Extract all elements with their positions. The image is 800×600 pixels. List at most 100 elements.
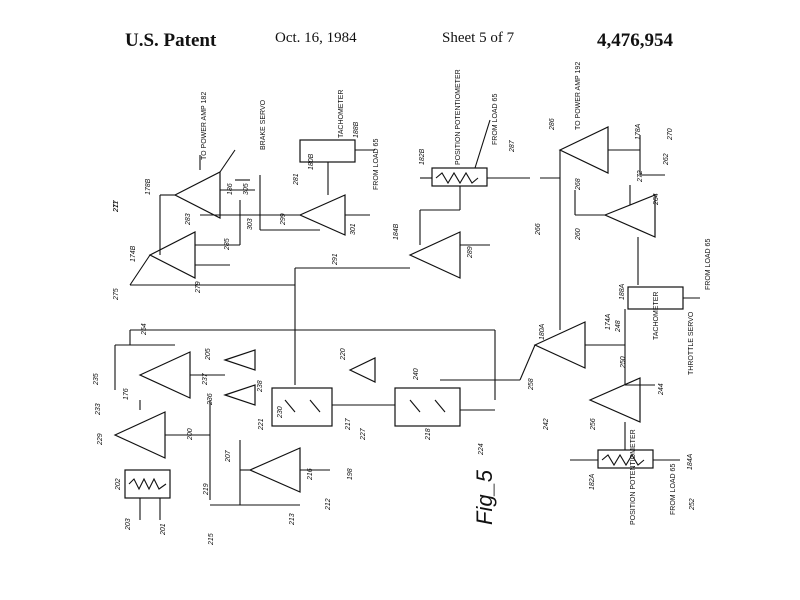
input-section bbox=[113, 329, 496, 520]
amplifier-176 bbox=[113, 411, 166, 459]
reference-numeral: 254 bbox=[141, 323, 148, 336]
reference-numeral: 229 bbox=[97, 433, 104, 446]
label-to-power-amp-182: TO POWER AMP 182 bbox=[201, 92, 208, 160]
reference-numeral: 279 bbox=[195, 281, 202, 294]
reference-numeral: 303 bbox=[247, 218, 254, 230]
comparator-240 bbox=[348, 357, 376, 383]
label-position-potentiometer-bottom: POSITION POTENTIOMETER bbox=[630, 429, 637, 525]
reference-numeral: 220 bbox=[340, 348, 347, 361]
brake-servo-section bbox=[129, 119, 530, 385]
reference-numeral: 230 bbox=[277, 406, 284, 419]
amplifier-207 bbox=[248, 447, 301, 493]
label-from-load-65-a: FROM LOAD 65 bbox=[373, 139, 380, 190]
patent-date: Oct. 16, 1984 bbox=[275, 30, 357, 46]
reference-numeral: 227 bbox=[360, 427, 367, 441]
amplifier-176-top bbox=[138, 351, 191, 399]
position-potentiometer-182a bbox=[597, 449, 654, 469]
reference-numeral: 240 bbox=[413, 368, 420, 381]
throttle-servo-section bbox=[440, 126, 700, 469]
reference-numeral: 198 bbox=[347, 468, 354, 480]
amplifier-174b bbox=[148, 231, 196, 279]
reference-numeral: 215 bbox=[208, 533, 215, 546]
reference-numeral: 178A bbox=[635, 123, 642, 140]
reference-numeral: 305 bbox=[243, 183, 250, 195]
reference-numeral: 277 bbox=[113, 199, 120, 213]
amplifier-178b bbox=[173, 171, 221, 219]
sheet-number: Sheet 5 of 7 bbox=[442, 30, 515, 46]
reference-numeral: 248 bbox=[615, 320, 622, 333]
reference-numeral: 242 bbox=[543, 418, 550, 431]
reference-numeral: 221 bbox=[258, 418, 265, 431]
reference-numeral: 283 bbox=[185, 213, 192, 226]
patent-number: 4,476,954 bbox=[597, 30, 673, 51]
reference-numeral: 212 bbox=[325, 498, 332, 511]
reference-numeral: 205 bbox=[205, 348, 212, 361]
reference-numeral: 258 bbox=[528, 378, 535, 391]
reference-numeral: 299 bbox=[280, 213, 287, 226]
switch-217 bbox=[271, 387, 333, 427]
reference-numeral: 291 bbox=[332, 253, 339, 266]
amplifier-180b bbox=[298, 194, 346, 236]
reference-numeral: 201 bbox=[160, 523, 167, 536]
reference-numeral: 207 bbox=[225, 449, 232, 463]
reference-numeral: 211 bbox=[113, 201, 120, 213]
reference-numeral: 272 bbox=[637, 170, 644, 183]
reference-numeral: 238 bbox=[257, 380, 264, 393]
reference-numeral: 252 bbox=[689, 498, 696, 511]
reference-numeral: 180B bbox=[308, 153, 315, 170]
label-tachometer-top-ref: 188B bbox=[353, 121, 360, 138]
reference-numeral: 184B bbox=[393, 223, 400, 240]
reference-numeral: 176 bbox=[123, 388, 130, 400]
reference-numeral: 174A bbox=[605, 313, 612, 330]
figure-label: Fig_5 bbox=[472, 469, 497, 525]
reference-numeral: 233 bbox=[95, 403, 102, 416]
reference-numeral: 235 bbox=[93, 373, 100, 386]
reference-numeral: 250 bbox=[620, 356, 627, 369]
reference-numeral: 268 bbox=[575, 178, 582, 191]
reference-numerals: 277 178B 174B 275 279 291 184B 289 287 286 178A 262… bbox=[93, 118, 696, 546]
reference-numeral: 180A bbox=[539, 323, 546, 340]
reference-numeral: 236 bbox=[207, 393, 214, 406]
comparator-237 bbox=[223, 349, 256, 371]
reference-numeral: 224 bbox=[478, 443, 485, 456]
reference-numeral: 264 bbox=[653, 193, 660, 206]
label-from-load-65-c: FROM LOAD 65 bbox=[705, 239, 712, 290]
label-position-potentiometer-bottom-ref: 182A bbox=[589, 473, 596, 490]
amplifier-184b bbox=[408, 231, 461, 279]
switch-224 bbox=[394, 387, 461, 427]
label-position-potentiometer-top: POSITION POTENTIOMETER bbox=[455, 69, 462, 165]
reference-numeral: 200 bbox=[187, 428, 194, 441]
reference-numeral: 237 bbox=[202, 372, 209, 386]
reference-numeral: 301 bbox=[350, 223, 357, 235]
reference-numeral: 281 bbox=[293, 173, 300, 186]
reference-numeral: 203 bbox=[125, 518, 132, 531]
reference-numeral: 186 bbox=[227, 183, 234, 195]
reference-numeral: 219 bbox=[203, 483, 210, 496]
reference-numeral: 174B bbox=[130, 245, 137, 262]
reference-numeral: 217 bbox=[345, 417, 352, 431]
comparator-236 bbox=[223, 384, 256, 406]
reference-numeral: 256 bbox=[590, 418, 597, 431]
label-tachometer-right: TACHOMETER bbox=[653, 292, 660, 340]
label-brake-servo: BRAKE SERVO bbox=[260, 99, 267, 150]
amplifier-178a bbox=[558, 126, 609, 174]
label-from-load-65-b: FROM LOAD 65 bbox=[492, 94, 499, 145]
label-throttle-servo: THROTTLE SERVO bbox=[688, 311, 695, 375]
reference-numeral: 287 bbox=[509, 139, 516, 153]
reference-numeral: 275 bbox=[113, 288, 120, 301]
reference-numeral: 216 bbox=[307, 468, 314, 481]
reference-numeral: 289 bbox=[467, 246, 474, 259]
reference-numeral: 178B bbox=[145, 178, 152, 195]
position-potentiometer-182b bbox=[431, 167, 488, 187]
reference-numeral: 262 bbox=[663, 153, 670, 166]
amplifier-184a bbox=[588, 377, 641, 423]
reference-numeral: 202 bbox=[115, 478, 122, 491]
reference-numeral: 244 bbox=[658, 383, 665, 396]
label-tachometer-right-ref: 188A bbox=[619, 283, 626, 300]
label-from-load-65-d: FROM LOAD 65 bbox=[670, 464, 677, 515]
reference-numeral: 218 bbox=[425, 428, 432, 441]
reference-numeral: 266 bbox=[535, 223, 542, 236]
reference-numeral: 184A bbox=[687, 453, 694, 470]
label-to-power-amp-192: TO POWER AMP 192 bbox=[575, 62, 582, 130]
reference-numeral: 286 bbox=[549, 118, 556, 131]
